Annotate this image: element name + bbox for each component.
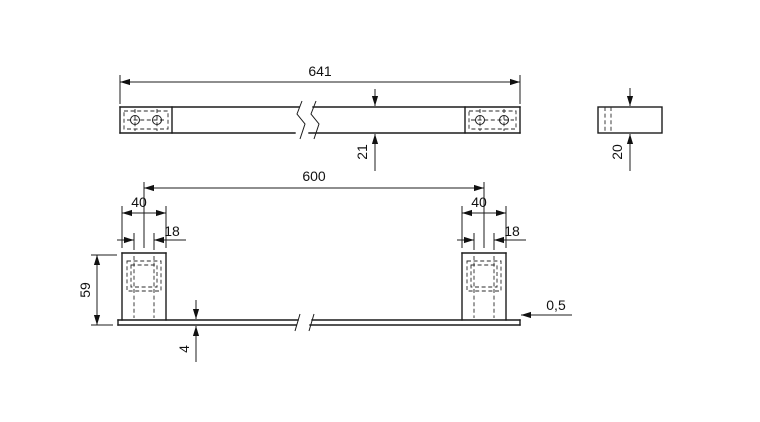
side-view-outline: [597, 106, 663, 134]
dim-right-hole-pitch: 18: [457, 223, 526, 250]
hidden-detail-rect: [466, 260, 502, 292]
break-line: [294, 313, 301, 332]
break-line: [308, 313, 315, 332]
dim-post-height: 59: [77, 254, 117, 326]
dim-left-hole-pitch: 18: [117, 223, 186, 250]
dim-right-hole-pitch-value: 18: [504, 223, 520, 239]
dim-plate-edge-value: 0,5: [546, 297, 566, 313]
dim-plate-edge: 0,5: [521, 297, 572, 319]
dim-total-length-value: 641: [308, 63, 332, 79]
dim-left-post-width: 40: [121, 194, 167, 248]
dim-left-hole-pitch-value: 18: [164, 223, 180, 239]
side-view: [597, 106, 663, 134]
hidden-detail-rect: [126, 260, 162, 292]
dim-plate-thickness-value: 4: [176, 345, 192, 353]
hidden-detail-rect: [470, 264, 498, 288]
dim-mount-span-value: 600: [302, 168, 326, 184]
dim-side-height-value: 20: [609, 144, 625, 160]
top-view-bar: [119, 100, 521, 140]
break-line: [310, 100, 320, 140]
front-view: [117, 252, 521, 332]
dim-left-post-width-value: 40: [131, 194, 147, 210]
dim-bar-height: 21: [354, 89, 379, 171]
dim-mount-span: 600: [143, 168, 485, 248]
dim-right-post-width: 40: [461, 194, 507, 248]
hidden-detail-rect: [130, 264, 158, 288]
dim-post-height-value: 59: [77, 282, 93, 298]
dim-side-height: 20: [609, 88, 634, 171]
dim-plate-thickness: 4: [176, 300, 200, 362]
break-line: [296, 100, 306, 140]
dim-right-post-width-value: 40: [471, 194, 487, 210]
hidden-detail-rect: [123, 110, 169, 130]
dim-bar-height-value: 21: [354, 144, 370, 160]
hidden-detail-rect: [468, 110, 517, 130]
dim-total-length: 641: [119, 63, 521, 104]
